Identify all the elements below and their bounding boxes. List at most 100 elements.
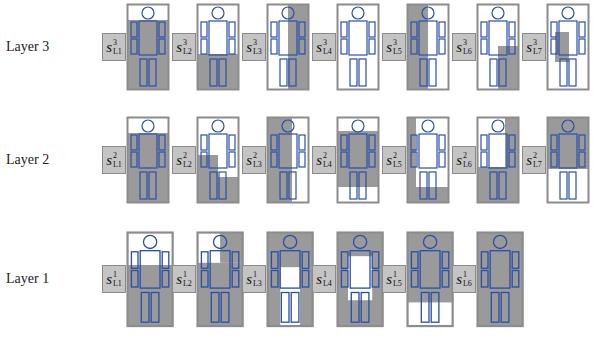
subscript: L1 xyxy=(113,47,122,56)
state-box: s3L5 xyxy=(382,33,406,61)
index-stack: 3L5 xyxy=(393,38,402,56)
index-stack: 2L7 xyxy=(533,151,542,169)
symbol-base: s xyxy=(316,152,322,168)
index-stack: 2L5 xyxy=(393,151,402,169)
superscript: 3 xyxy=(533,38,542,47)
subscript: L5 xyxy=(393,160,402,169)
symbol-base: s xyxy=(246,39,252,55)
superscript: 1 xyxy=(113,270,122,279)
layer-label: Layer 2 xyxy=(6,152,49,168)
figure xyxy=(407,117,449,203)
figure xyxy=(197,232,243,327)
symbol-base: s xyxy=(456,271,462,287)
figure xyxy=(337,232,383,327)
symbol-base: s xyxy=(176,271,182,287)
index-stack: 3L2 xyxy=(183,38,192,56)
figure xyxy=(338,5,379,90)
figure xyxy=(197,5,239,91)
figure xyxy=(407,232,453,326)
subscript: L3 xyxy=(253,160,262,169)
superscript: 3 xyxy=(183,38,192,47)
index-stack: 2L3 xyxy=(253,151,262,169)
index-stack: 3L1 xyxy=(113,38,122,56)
symbol-base: s xyxy=(316,39,322,55)
superscript: 3 xyxy=(113,38,122,47)
index-stack: 1L4 xyxy=(323,270,332,288)
layer-label: Layer 1 xyxy=(6,271,49,287)
subscript: L2 xyxy=(183,160,192,169)
symbol-base: s xyxy=(456,152,462,168)
subscript: L2 xyxy=(183,279,192,288)
state-box: s2L7 xyxy=(522,146,546,174)
state-box: s3L2 xyxy=(172,33,196,61)
figure xyxy=(268,4,310,90)
figure xyxy=(337,118,379,203)
superscript: 3 xyxy=(393,38,402,47)
symbol-base: s xyxy=(386,152,392,168)
figure xyxy=(127,5,169,91)
state-box: s2L2 xyxy=(172,146,196,174)
figure xyxy=(127,118,169,204)
symbol-base: s xyxy=(386,39,392,55)
superscript: 2 xyxy=(323,151,332,160)
subscript: L3 xyxy=(253,279,262,288)
index-stack: 1L5 xyxy=(393,270,402,288)
layer-label: Layer 3 xyxy=(6,39,49,55)
symbol-base: s xyxy=(106,152,112,168)
state-box: s3L3 xyxy=(242,33,266,61)
state-box: s3L1 xyxy=(102,33,126,61)
index-stack: 3L3 xyxy=(253,38,262,56)
superscript: 1 xyxy=(323,270,332,279)
superscript: 1 xyxy=(463,270,472,279)
state-box: s2L3 xyxy=(242,146,266,174)
subscript: L4 xyxy=(323,47,332,56)
state-box: s3L4 xyxy=(312,33,336,61)
index-stack: 1L3 xyxy=(253,270,262,288)
state-box: s1L6 xyxy=(452,265,476,293)
symbol-base: s xyxy=(106,271,112,287)
state-box: s1L5 xyxy=(382,265,406,293)
symbol-base: s xyxy=(106,39,112,55)
figure xyxy=(267,117,309,203)
symbol-base: s xyxy=(456,39,462,55)
state-box: s3L6 xyxy=(452,33,476,61)
index-stack: 2L4 xyxy=(323,151,332,169)
subscript: L7 xyxy=(533,47,542,56)
state-box: s2L4 xyxy=(312,146,336,174)
state-box: s2L5 xyxy=(382,146,406,174)
figure xyxy=(547,117,589,203)
index-stack: 2L2 xyxy=(183,151,192,169)
figure xyxy=(478,5,520,91)
subscript: L6 xyxy=(463,47,472,56)
figure xyxy=(267,232,313,327)
superscript: 2 xyxy=(113,151,122,160)
subscript: L3 xyxy=(253,47,262,56)
superscript: 2 xyxy=(183,151,192,160)
state-box: s1L1 xyxy=(102,265,126,293)
symbol-base: s xyxy=(526,39,532,55)
superscript: 2 xyxy=(253,151,262,160)
index-stack: 3L4 xyxy=(323,38,332,56)
subscript: L1 xyxy=(113,160,122,169)
symbol-base: s xyxy=(246,271,252,287)
symbol-base: s xyxy=(526,152,532,168)
figure xyxy=(477,117,519,203)
subscript: L4 xyxy=(323,160,332,169)
superscript: 3 xyxy=(253,38,262,47)
index-stack: 1L1 xyxy=(113,270,122,288)
index-stack: 1L2 xyxy=(183,270,192,288)
state-box: s1L2 xyxy=(172,265,196,293)
subscript: L4 xyxy=(323,279,332,288)
subscript: L5 xyxy=(393,279,402,288)
state-box: s1L4 xyxy=(312,265,336,293)
symbol-base: s xyxy=(386,271,392,287)
superscript: 2 xyxy=(533,151,542,160)
subscript: L6 xyxy=(463,279,472,288)
symbol-base: s xyxy=(176,39,182,55)
state-box: s3L7 xyxy=(522,33,546,61)
superscript: 1 xyxy=(183,270,192,279)
subscript: L7 xyxy=(533,160,542,169)
figure xyxy=(197,118,239,204)
